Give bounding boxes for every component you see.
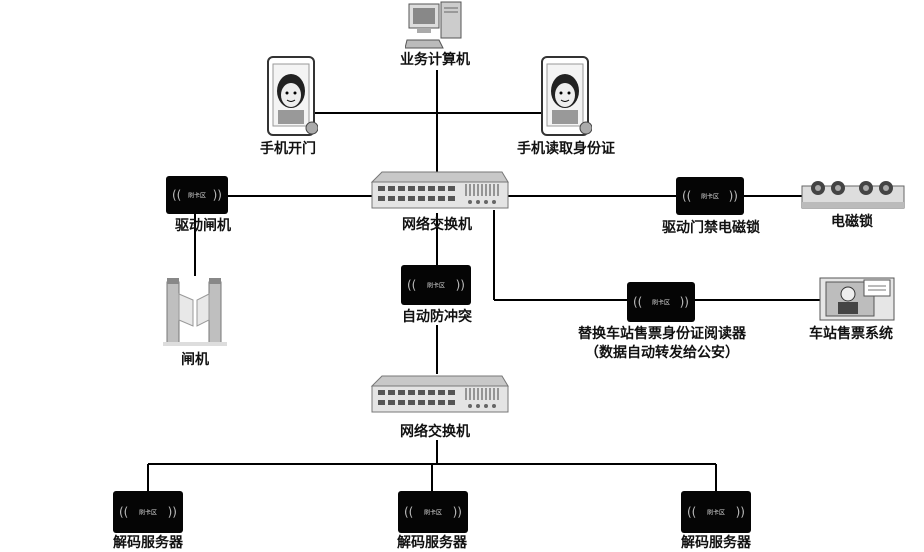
switch-bottom-label: 网络交换机 (400, 424, 470, 440)
card-reader-icon-decoder-1: ((刷卡区)) (113, 491, 183, 533)
decoder-3-label: 解码服务器 (681, 535, 751, 551)
phone-door-label: 手机开门 (260, 141, 316, 157)
ticket-system-label: 车站售票系统 (809, 326, 893, 342)
gate-label: 闸机 (181, 352, 209, 368)
smartphone-icon-door (266, 55, 319, 139)
anti-collision-label: 自动防冲突 (402, 309, 472, 325)
ticket-machine-icon (818, 274, 896, 322)
card-reader-icon-decoder-3: ((刷卡区)) (681, 491, 751, 533)
card-reader-icon-gate: ((刷卡区)) (166, 176, 228, 214)
decoder-2-label: 解码服务器 (397, 535, 467, 551)
card-reader-icon-anticollision: ((刷卡区)) (401, 265, 471, 305)
drive-lock-label: 驱动门禁电磁锁 (662, 220, 760, 236)
decoder-1-label: 解码服务器 (113, 535, 183, 551)
card-reader-icon-lock: ((刷卡区)) (676, 177, 744, 215)
switch-top-label: 网络交换机 (402, 217, 472, 233)
drive-gate-label: 驱动闸机 (175, 218, 231, 234)
card-reader-icon-decoder-2: ((刷卡区)) (398, 491, 468, 533)
network-switch-icon-bottom (370, 374, 510, 418)
id-reader-label: 替换车站售票身份证阅读器 (578, 326, 746, 342)
turnstile-gate-icon (163, 274, 227, 348)
network-switch-icon-top (370, 170, 510, 214)
electromagnetic-lock-icon (800, 178, 906, 212)
em-lock-label: 电磁锁 (831, 214, 873, 230)
smartphone-icon-id (540, 55, 593, 139)
computer-icon (404, 0, 465, 50)
card-reader-icon-id: ((刷卡区)) (627, 282, 695, 322)
id-reader-note: （数据自动转发给公安） (585, 345, 739, 361)
phone-id-label: 手机读取身份证 (517, 141, 615, 157)
business-computer-label: 业务计算机 (400, 52, 470, 68)
